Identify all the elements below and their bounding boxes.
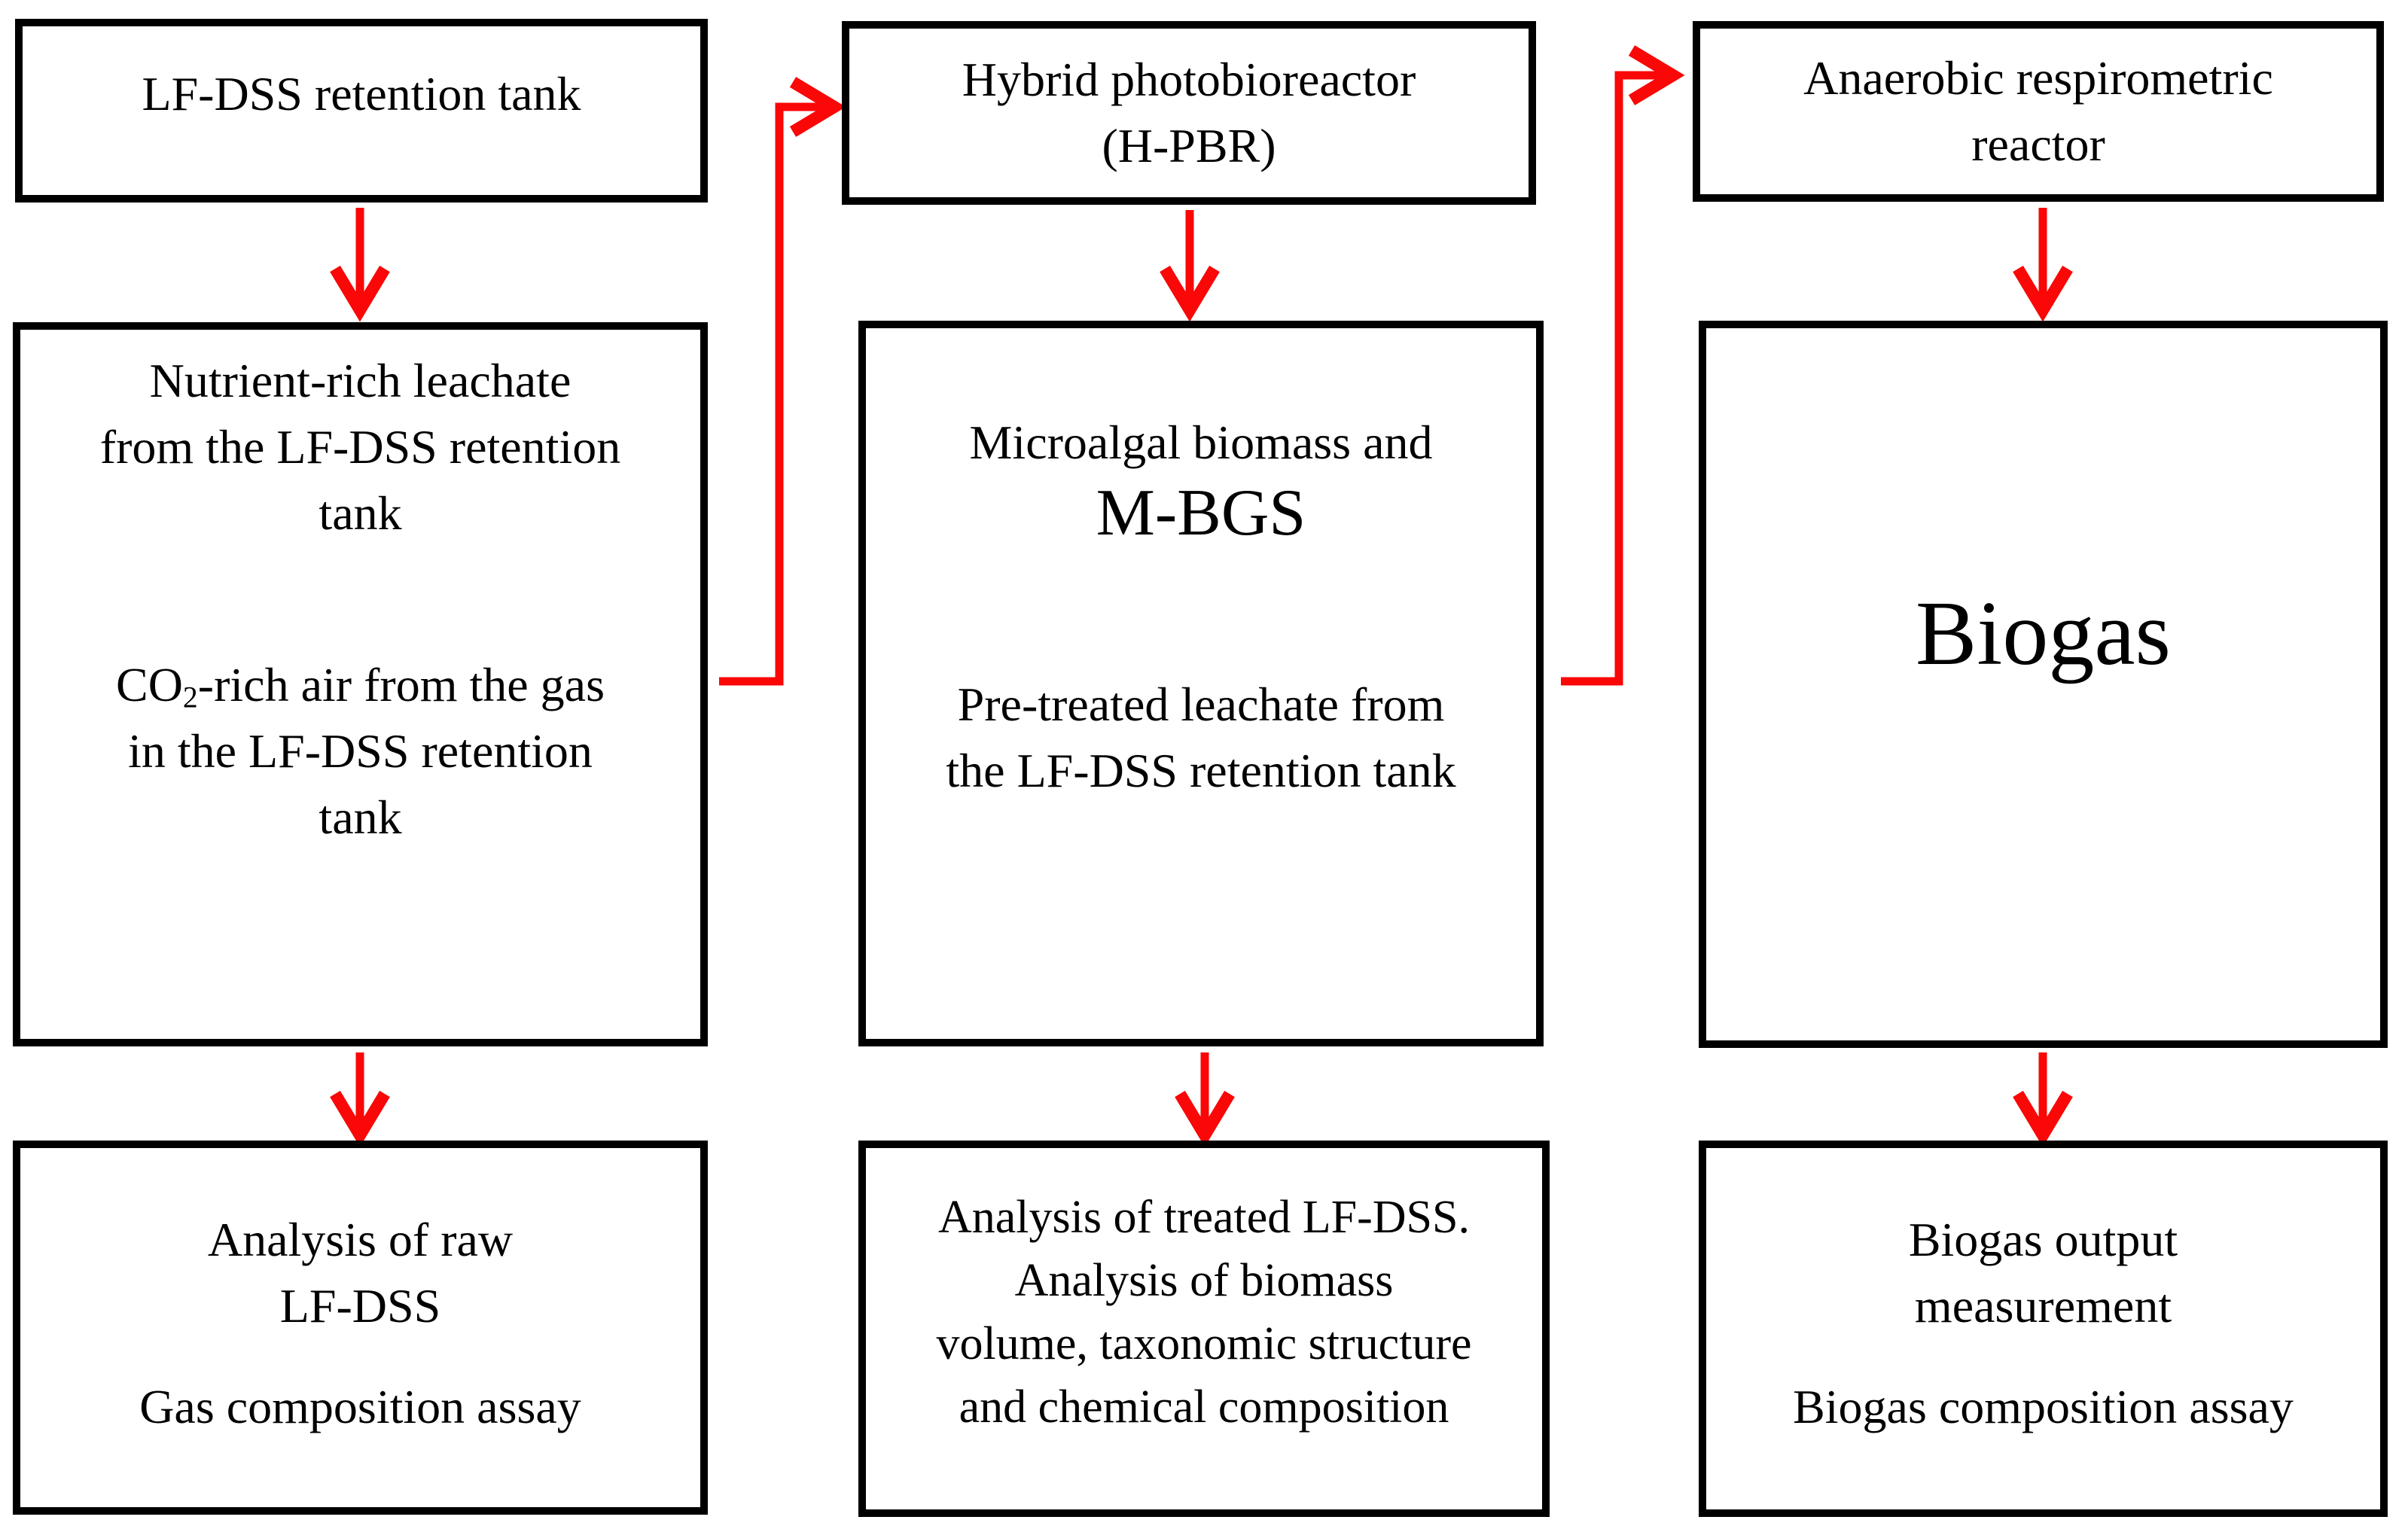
box-text-line: Biogas composition assay xyxy=(1793,1380,2294,1433)
co2-suffix: -rich air from the gas xyxy=(197,658,605,711)
box-text-line-co2: CO2-rich air from the gas xyxy=(20,652,700,718)
box-text-line: Hybrid photobioreactor xyxy=(962,53,1416,106)
box-text-line: tank xyxy=(319,790,402,844)
box-text-line: Pre-treated leachate from xyxy=(957,678,1445,731)
box-text-line: tank xyxy=(319,486,402,540)
box-lf-dss-retention-tank: LF-DSS retention tank xyxy=(15,19,708,203)
box-text-line: (H-PBR) xyxy=(1102,119,1276,172)
arrow-retention-tank-to-leachate xyxy=(330,208,390,322)
box-text-line: volume, taxonomic structure xyxy=(936,1318,1472,1369)
arrow-respirometric-reactor-to-biogas xyxy=(2013,208,2073,322)
box-text-line: and chemical composition xyxy=(959,1381,1449,1433)
paragraph-analysis-treated: Analysis of treated LF-DSS. Analysis of … xyxy=(866,1186,1542,1439)
box-text-line: Microalgal biomass and xyxy=(969,416,1433,469)
paragraph-nutrient-leachate: Nutrient-rich leachate from the LF-DSS r… xyxy=(20,348,700,547)
arrow-biomass-to-respirometric-reactor xyxy=(1561,45,1685,686)
arrow-hpbr-to-biomass xyxy=(1160,210,1220,322)
box-analysis-treated-lf-dss: Analysis of treated LF-DSS. Analysis of … xyxy=(858,1141,1550,1517)
box-biogas: Biogas xyxy=(1699,321,2388,1048)
box-text-line: reactor xyxy=(1971,117,2105,171)
paragraph-biogas-output: Biogas output measurement xyxy=(1706,1207,2380,1339)
box-text-line: Gas composition assay xyxy=(139,1380,581,1433)
box-text-line: from the LF-DSS retention xyxy=(99,420,621,474)
box-text-biogas: Biogas xyxy=(1916,583,2171,684)
box-nutrient-leachate-co2-air: Nutrient-rich leachate from the LF-DSS r… xyxy=(13,322,708,1046)
box-text-line: LF-DSS xyxy=(279,1279,441,1333)
box-anaerobic-respirometric-reactor: Anaerobic respirometric reactor xyxy=(1693,21,2384,202)
paragraph-microalgal-biomass: Microalgal biomass and M-BGS xyxy=(866,410,1536,551)
arrow-biogas-to-output-measurement xyxy=(2013,1052,2073,1147)
box-text-line: LF-DSS retention tank xyxy=(142,67,581,120)
box-biogas-output-measurement: Biogas output measurement Biogas composi… xyxy=(1699,1141,2388,1517)
box-microalgal-biomass-mbgs: Microalgal biomass and M-BGS Pre-treated… xyxy=(858,321,1544,1046)
box-text-line: Analysis of biomass xyxy=(1014,1255,1394,1306)
box-text-line: measurement xyxy=(1914,1279,2172,1333)
box-text-line: Biogas output xyxy=(1908,1213,2178,1266)
paragraph-gas-composition-assay: Gas composition assay xyxy=(20,1374,700,1440)
box-text-line: in the LF-DSS retention xyxy=(128,724,593,778)
arrow-leachate-to-hpbr xyxy=(719,77,846,686)
box-text-line: Nutrient-rich leachate xyxy=(149,354,572,407)
arrow-leachate-to-raw-analysis xyxy=(330,1052,390,1147)
paragraph-pretreated-leachate: Pre-treated leachate from the LF-DSS ret… xyxy=(866,672,1536,804)
box-text-line: Analysis of raw xyxy=(207,1213,514,1266)
box-text-line: the LF-DSS retention tank xyxy=(946,744,1456,797)
paragraph-co2-rich-air: CO2-rich air from the gas in the LF-DSS … xyxy=(20,652,700,851)
box-text-line: Analysis of treated LF-DSS. xyxy=(937,1192,1471,1243)
box-hybrid-photobioreactor: Hybrid photobioreactor (H-PBR) xyxy=(842,21,1536,205)
co2-subscript: 2 xyxy=(182,681,198,714)
box-analysis-raw-lf-dss: Analysis of raw LF-DSS Gas composition a… xyxy=(13,1141,708,1515)
box-text-line: Anaerobic respirometric xyxy=(1803,51,2273,105)
co2-prefix: CO xyxy=(116,658,183,711)
paragraph-biogas-composition-assay: Biogas composition assay xyxy=(1706,1374,2380,1440)
paragraph-analysis-raw: Analysis of raw LF-DSS xyxy=(20,1207,700,1339)
arrow-biomass-to-treated-analysis xyxy=(1175,1052,1235,1147)
box-text-mbgs: M-BGS xyxy=(1096,477,1306,550)
